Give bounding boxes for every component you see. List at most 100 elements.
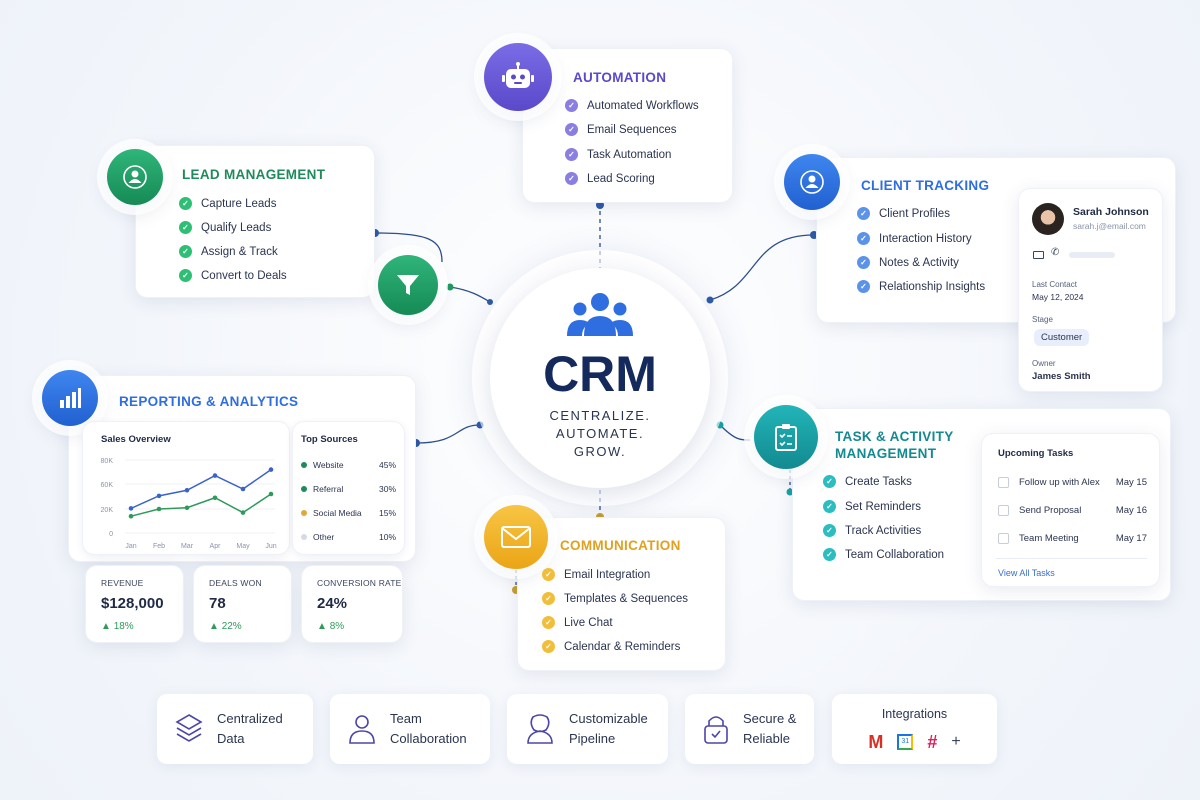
legend-dot (301, 486, 307, 492)
task-item: ✓Create Tasks (823, 475, 912, 488)
profile-card: Sarah Johnson sarah.j@email.com ✆ Last C… (1018, 188, 1163, 392)
communication-item: ✓Templates & Sequences (542, 592, 688, 605)
last-contact-label: Last Contact (1032, 280, 1077, 289)
placeholder-bar (1069, 252, 1115, 258)
legend-dot (301, 462, 307, 468)
data-point (184, 487, 190, 493)
chart-title: Sales Overview (101, 434, 171, 445)
crm-hub: CRM CENTRALIZE. AUTOMATE. GROW. (472, 250, 728, 506)
data-point (184, 505, 190, 511)
data-point (212, 473, 218, 478)
check-icon: ✓ (857, 207, 870, 220)
x-tick-label: Mar (181, 543, 194, 550)
check-icon: ✓ (565, 99, 578, 112)
more-integrations-icon[interactable]: + (951, 733, 961, 750)
tagline-2: AUTOMATE. (555, 426, 645, 441)
kpi-card: REVENUE$128,000▲ 18% (85, 565, 184, 643)
task-item: ✓Set Reminders (823, 500, 921, 513)
gmail-icon[interactable]: M (868, 732, 884, 752)
legend-dot (301, 534, 307, 540)
user-icon (107, 149, 163, 205)
google-calendar-icon[interactable]: 31 (897, 734, 914, 750)
client-item: ✓Relationship Insights (857, 280, 985, 293)
client-item: ✓Client Profiles (857, 207, 950, 220)
x-tick-label: Feb (153, 543, 165, 550)
client-item: ✓Notes & Activity (857, 256, 959, 269)
client-icon (784, 154, 840, 210)
tagline-3: GROW. (573, 444, 627, 459)
check-icon: ✓ (857, 280, 870, 293)
client-item: ✓Interaction History (857, 232, 972, 245)
envelope-icon (484, 505, 548, 569)
check-icon: ✓ (565, 172, 578, 185)
data-point (268, 491, 274, 497)
check-icon: ✓ (542, 568, 555, 581)
task-item: ✓Team Collaboration (823, 548, 944, 561)
check-icon: ✓ (565, 148, 578, 161)
lead-item: ✓Assign & Track (179, 245, 278, 258)
communication-item: ✓Live Chat (542, 616, 613, 629)
integrations-box: Integrations M 31 # + (832, 694, 997, 764)
check-icon: ✓ (542, 640, 555, 653)
last-contact-value: May 12, 2024 (1032, 292, 1084, 302)
y-tick-label: 60K (101, 482, 114, 489)
automation-item: ✓Task Automation (565, 148, 671, 161)
data-point (156, 506, 162, 512)
automation-card (522, 48, 733, 203)
automation-item: ✓Automated Workflows (565, 99, 699, 112)
funnel-icon (378, 255, 438, 315)
clipboard-icon (754, 405, 818, 469)
lead-item: ✓Qualify Leads (179, 221, 271, 234)
task-checkbox[interactable] (998, 533, 1009, 544)
slack-icon[interactable]: # (927, 732, 938, 752)
task-checkbox[interactable] (998, 477, 1009, 488)
check-icon: ✓ (179, 245, 192, 258)
task-title-2: MANAGEMENT (835, 446, 937, 461)
pipeline-icon (527, 714, 553, 744)
check-icon: ✓ (179, 221, 192, 234)
integrations-title: Integrations (881, 707, 948, 721)
task-title-1: TASK & ACTIVITY (835, 429, 954, 444)
up-arrow-icon: ▲ (101, 621, 111, 632)
data-point (240, 510, 246, 515)
check-icon: ✓ (565, 123, 578, 136)
lead-item: ✓Capture Leads (179, 197, 276, 210)
lock-icon (704, 716, 728, 744)
y-tick-label: 0 (109, 531, 113, 538)
check-icon: ✓ (857, 256, 870, 269)
data-point (240, 486, 246, 492)
lead-management-card (135, 145, 375, 298)
view-all-tasks-link[interactable]: View All Tasks (998, 568, 1055, 578)
divider (996, 558, 1147, 559)
person-icon (349, 715, 375, 744)
task-checkbox[interactable] (998, 505, 1009, 516)
mail-icon[interactable] (1033, 251, 1044, 259)
series-line (130, 493, 272, 517)
automation-item: ✓Email Sequences (565, 123, 677, 136)
automation-title: AUTOMATION (573, 70, 667, 85)
check-icon: ✓ (823, 500, 836, 513)
communication-item: ✓Calendar & Reminders (542, 640, 680, 653)
series-line (130, 468, 272, 510)
phone-icon[interactable]: ✆ (1051, 247, 1060, 258)
check-icon: ✓ (179, 269, 192, 282)
check-icon: ✓ (542, 592, 555, 605)
sources-title: Top Sources (301, 434, 358, 445)
client-tracking-title: CLIENT TRACKING (861, 178, 990, 193)
owner-label: Owner (1032, 359, 1056, 368)
check-icon: ✓ (823, 548, 836, 561)
data-point (156, 493, 162, 499)
check-icon: ✓ (823, 524, 836, 537)
